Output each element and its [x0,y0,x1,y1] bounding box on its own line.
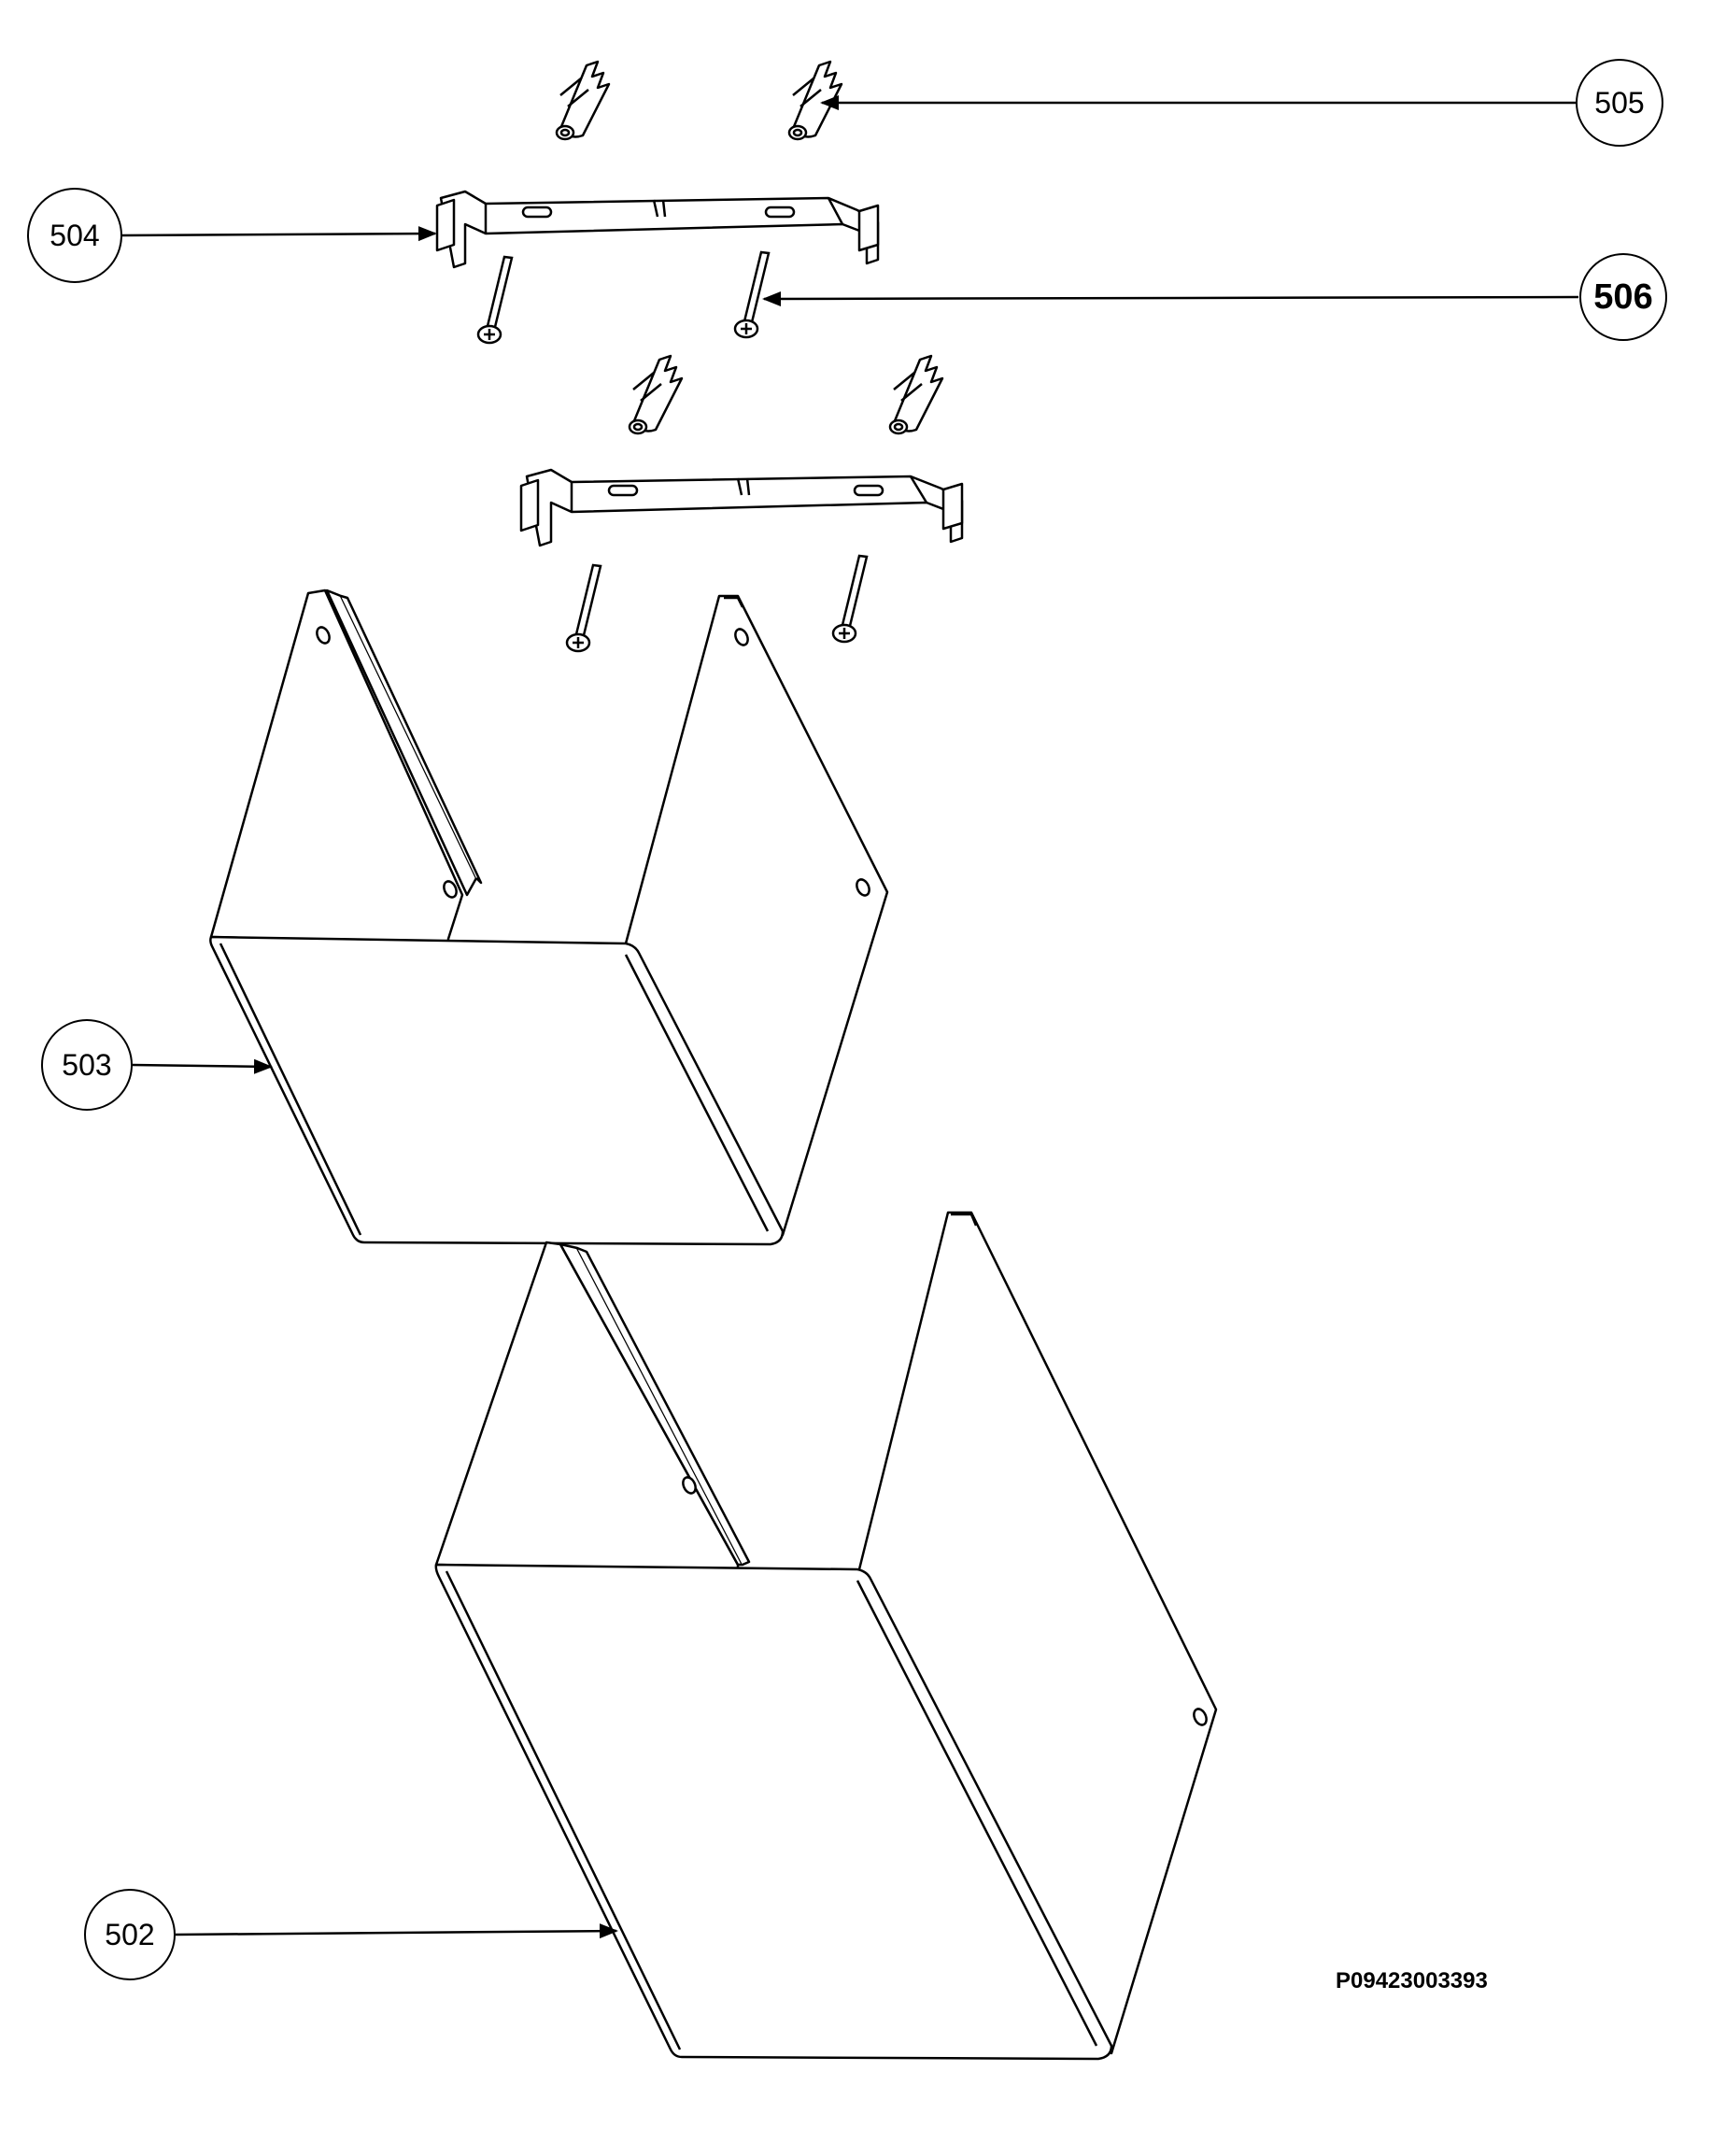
wall-plug-mid-left [628,354,684,435]
callout-504: 504 [27,188,122,283]
leader-506 [762,291,1579,306]
leader-lines [120,95,1579,1939]
svg-text:506: 506 [1593,277,1652,317]
svg-text:502: 502 [105,1918,154,1951]
svg-text:505: 505 [1594,86,1644,120]
screw-upper-right [733,250,771,339]
screw-lower-right [831,554,869,644]
svg-text:504: 504 [50,219,99,252]
wall-bracket-upper [435,190,880,269]
chimney-cover-upper [209,589,889,1246]
screw-lower-left [565,563,602,653]
callout-503: 503 [41,1019,133,1111]
wall-bracket-lower [519,468,964,547]
callout-505: 505 [1576,59,1663,147]
svg-text:503: 503 [62,1048,111,1082]
screw-upper-left [476,255,514,345]
leader-502 [175,1923,618,1939]
wall-plug-top-right [787,60,843,141]
drawing-number: P09423003393 [1336,1968,1488,1993]
leader-503 [132,1058,273,1074]
chimney-cover-lower [434,1211,1218,2061]
wall-plug-mid-right [888,354,944,435]
callout-502: 502 [84,1889,176,1980]
callout-506: 506 [1579,253,1667,341]
wall-plug-top-left [555,60,611,141]
leader-504 [120,226,437,242]
